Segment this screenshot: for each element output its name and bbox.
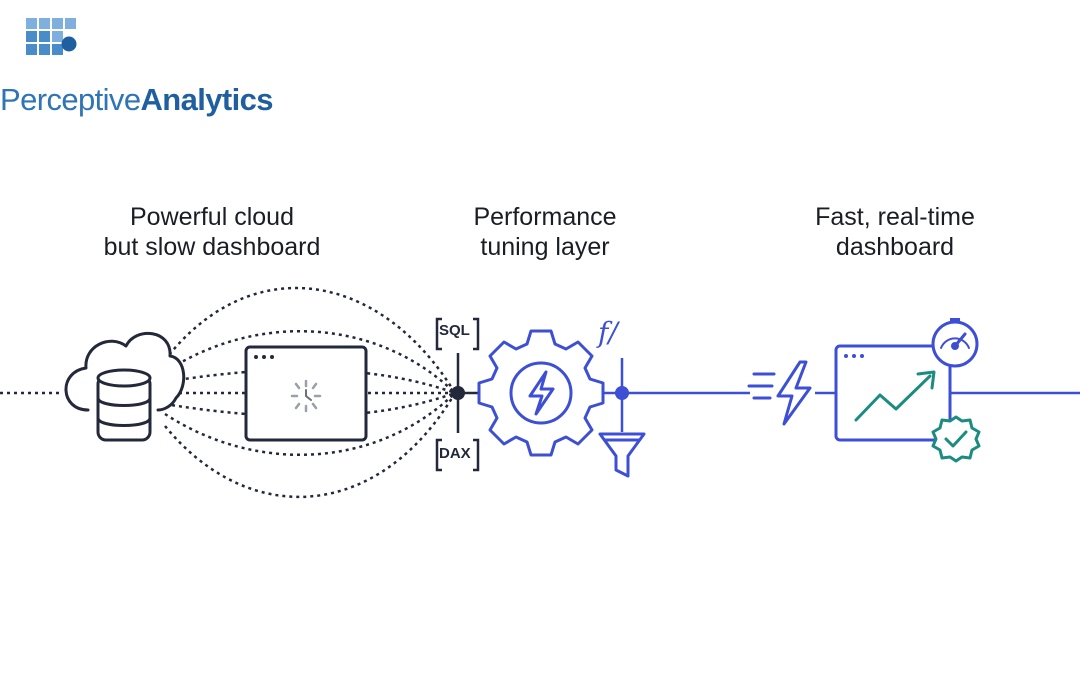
cloud-database-icon [64, 331, 186, 442]
logo-grid-icon [26, 18, 77, 55]
brand-logo: PerceptiveAnalytics [0, 14, 274, 117]
gear-lightning-icon [477, 329, 605, 457]
dotted-fan-lines [164, 286, 457, 498]
heading-tuning-layer: Performance tuning layer [473, 203, 617, 261]
heading-fast-dashboard: Fast, real-time dashboard [815, 203, 975, 261]
heading-slow-dashboard: Powerful cloud but slow dashboard [103, 203, 321, 261]
dax-label: DAX [439, 445, 471, 462]
speedometer-icon [931, 318, 979, 368]
logo-text-bold: Analytics [140, 82, 273, 117]
formula-symbol-icon: f/ [598, 316, 618, 349]
loading-window-icon [244, 345, 368, 442]
dax-bracket-icon [435, 438, 480, 472]
logo-text-light: Perceptive [0, 82, 141, 117]
sql-label: SQL [439, 322, 470, 339]
sql-bracket-icon [435, 317, 480, 351]
logo-wordmark: PerceptiveAnalytics [0, 82, 274, 118]
funnel-icon [598, 432, 646, 478]
tuning-node [615, 386, 629, 400]
fast-lightning-icon [747, 360, 812, 426]
verified-badge-icon [931, 415, 981, 463]
trend-dashboard-icon [834, 344, 952, 442]
